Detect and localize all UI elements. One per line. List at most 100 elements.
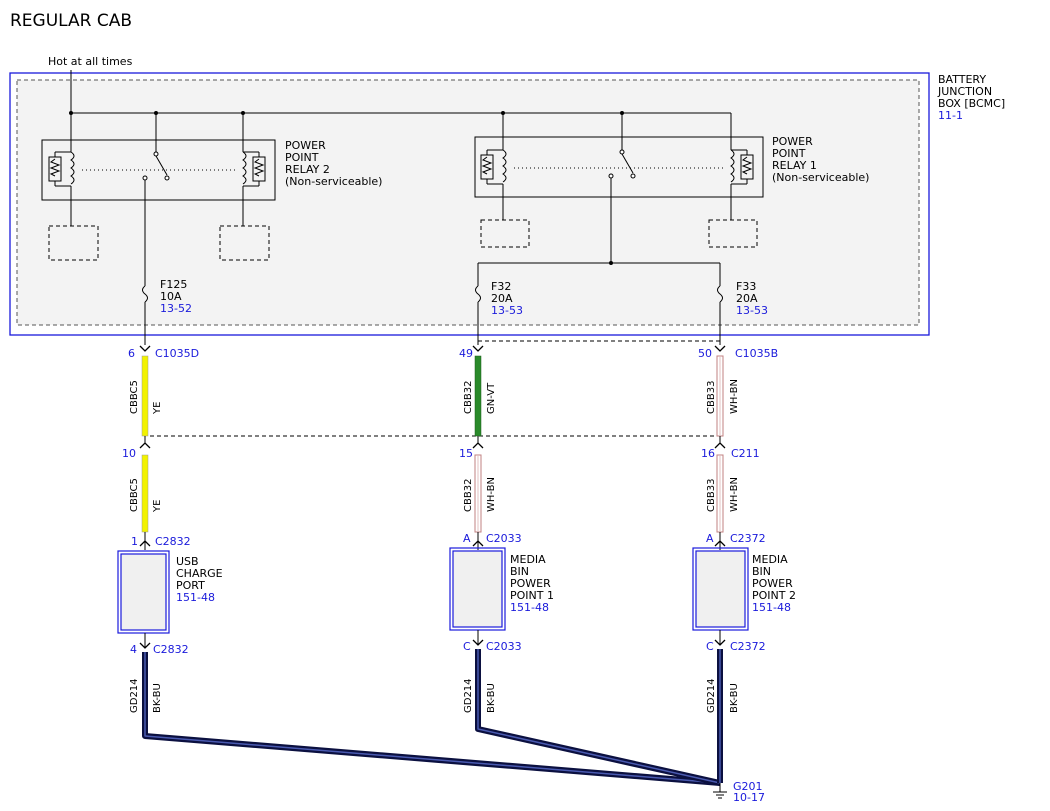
svg-text:WH-BN: WH-BN bbox=[729, 477, 740, 512]
svg-text:POINT 2: POINT 2 bbox=[752, 589, 796, 602]
connector-chevron-icon bbox=[714, 639, 726, 646]
page-title: REGULAR CAB bbox=[10, 11, 132, 31]
connector-chevron-icon bbox=[139, 642, 151, 649]
svg-text:RELAY 2: RELAY 2 bbox=[285, 163, 330, 176]
wire-cbbc5-lower bbox=[141, 454, 149, 533]
wire-label-gd214-1: GD214 BK-BU bbox=[129, 678, 163, 713]
pin-4: 4 bbox=[130, 643, 137, 656]
svg-text:CBB33: CBB33 bbox=[706, 479, 717, 512]
svg-text:BATTERY: BATTERY bbox=[938, 73, 986, 86]
svg-text:RELAY 1: RELAY 1 bbox=[772, 159, 817, 172]
svg-text:F33: F33 bbox=[736, 280, 756, 293]
ground-icon bbox=[713, 783, 727, 799]
relay-switch-icon bbox=[142, 151, 170, 181]
relay-coil-icon bbox=[480, 149, 507, 185]
pin-16: 16 bbox=[701, 447, 715, 460]
pin-6: 6 bbox=[128, 347, 135, 360]
ground-g201: G201 bbox=[733, 780, 763, 793]
wire-cbb32-upper bbox=[474, 355, 482, 437]
svg-text:POWER: POWER bbox=[510, 577, 551, 590]
relay-coil-icon bbox=[48, 151, 75, 187]
svg-text:POWER: POWER bbox=[772, 135, 813, 148]
connector-c2832-out: C2832 bbox=[153, 643, 189, 656]
svg-text:10A: 10A bbox=[160, 290, 182, 303]
svg-text:USB: USB bbox=[176, 555, 199, 568]
svg-text:CBB32: CBB32 bbox=[463, 381, 474, 414]
relay-2-label: POWER POINT RELAY 2 (Non-serviceable) bbox=[285, 139, 382, 188]
svg-text:CBBC5: CBBC5 bbox=[129, 380, 140, 414]
svg-text:F125: F125 bbox=[160, 278, 187, 291]
pin-c: C bbox=[463, 640, 471, 653]
svg-text:POINT: POINT bbox=[285, 151, 319, 164]
svg-text:(Non-serviceable): (Non-serviceable) bbox=[772, 171, 869, 184]
svg-text:13-53: 13-53 bbox=[491, 304, 523, 317]
wire-label-cbb33-lower: CBB33 WH-BN bbox=[706, 477, 740, 512]
pin-49: 49 bbox=[459, 347, 473, 360]
svg-text:GD214: GD214 bbox=[463, 678, 474, 713]
svg-text:CBBC5: CBBC5 bbox=[129, 478, 140, 512]
pin-a: A bbox=[706, 532, 714, 545]
connector-c1035d: C1035D bbox=[155, 347, 199, 360]
fuse-f32: F32 20A 13-53 bbox=[475, 280, 523, 345]
svg-text:BOX [BCMC]: BOX [BCMC] bbox=[938, 97, 1005, 110]
bjb-outline bbox=[9, 72, 930, 336]
ground-ref: 10-17 bbox=[733, 791, 765, 804]
svg-text:151-48: 151-48 bbox=[176, 591, 215, 604]
svg-text:PORT: PORT bbox=[176, 579, 205, 592]
svg-text:WH-BN: WH-BN bbox=[486, 477, 497, 512]
connector-chevron-icon bbox=[472, 639, 484, 646]
connector-c211: C211 bbox=[731, 447, 760, 460]
svg-text:BIN: BIN bbox=[752, 565, 771, 578]
svg-text:(Non-serviceable): (Non-serviceable) bbox=[285, 175, 382, 188]
svg-text:GD214: GD214 bbox=[129, 678, 140, 713]
svg-text:GD214: GD214 bbox=[706, 678, 717, 713]
svg-text:BK-BU: BK-BU bbox=[152, 683, 163, 713]
wire-label-gd214-3: GD214 BK-BU bbox=[706, 678, 740, 713]
connector-c1035b: C1035B bbox=[735, 347, 778, 360]
svg-text:YE: YE bbox=[152, 402, 163, 415]
connector-c2372-out: C2372 bbox=[730, 640, 766, 653]
wire-label-cbbc5-upper: CBBC5 YE bbox=[129, 380, 163, 415]
svg-text:POINT: POINT bbox=[772, 147, 806, 160]
relay-1-label: POWER POINT RELAY 1 (Non-serviceable) bbox=[772, 135, 869, 184]
wire-label-cbb32-upper: CBB32 GN-VT bbox=[463, 381, 497, 414]
svg-text:MEDIA: MEDIA bbox=[510, 553, 546, 566]
wire-cbbc5-upper bbox=[141, 355, 149, 437]
pin-10: 10 bbox=[122, 447, 136, 460]
connector-chevron-icon bbox=[472, 345, 484, 352]
svg-text:JUNCTION: JUNCTION bbox=[937, 85, 992, 98]
usb-charge-port: USB CHARGE PORT 151-48 bbox=[117, 550, 223, 634]
bjb-inner bbox=[16, 79, 920, 326]
wire-label-cbb32-lower: CBB32 WH-BN bbox=[463, 477, 497, 512]
svg-text:20A: 20A bbox=[736, 292, 758, 305]
svg-text:F32: F32 bbox=[491, 280, 511, 293]
pin-1: 1 bbox=[131, 535, 138, 548]
ground-wires bbox=[142, 649, 723, 786]
connector-c2033-out: C2033 bbox=[486, 640, 522, 653]
connector-c2033-in: C2033 bbox=[486, 532, 522, 545]
pin-15: 15 bbox=[459, 447, 473, 460]
pin-c: C bbox=[706, 640, 714, 653]
svg-text:POINT 1: POINT 1 bbox=[510, 589, 554, 602]
svg-text:MEDIA: MEDIA bbox=[752, 553, 788, 566]
connector-c2372-in: C2372 bbox=[730, 532, 766, 545]
fuse-f33: F33 20A 13-53 bbox=[717, 280, 768, 345]
svg-text:YE: YE bbox=[152, 500, 163, 513]
pin-a: A bbox=[463, 532, 471, 545]
svg-text:151-48: 151-48 bbox=[752, 601, 791, 614]
wire-label-gd214-2: GD214 BK-BU bbox=[463, 678, 497, 713]
svg-text:13-52: 13-52 bbox=[160, 302, 192, 315]
svg-text:CHARGE: CHARGE bbox=[176, 567, 223, 580]
svg-text:POWER: POWER bbox=[752, 577, 793, 590]
bjb-label: BATTERY JUNCTION BOX [BCMC] 11-1 bbox=[937, 73, 1005, 122]
pin-50: 50 bbox=[698, 347, 712, 360]
media-bin-power-point-1: MEDIA BIN POWER POINT 1 151-48 bbox=[449, 547, 554, 631]
svg-text:CBB33: CBB33 bbox=[706, 381, 717, 414]
connector-chevron-icon bbox=[714, 345, 726, 352]
svg-text:POWER: POWER bbox=[285, 139, 326, 152]
svg-text:BK-BU: BK-BU bbox=[729, 683, 740, 713]
svg-text:GN-VT: GN-VT bbox=[486, 382, 497, 414]
relay-2 bbox=[41, 113, 276, 261]
relay-coil-icon bbox=[730, 149, 754, 185]
